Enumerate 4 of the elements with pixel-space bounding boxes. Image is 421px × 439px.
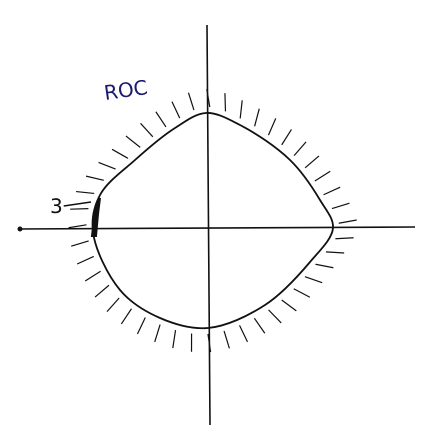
region-label: ROC xyxy=(102,77,149,103)
boundary-segment xyxy=(90,197,101,237)
callout-number: 3 xyxy=(50,196,63,216)
leader-line xyxy=(64,201,92,207)
